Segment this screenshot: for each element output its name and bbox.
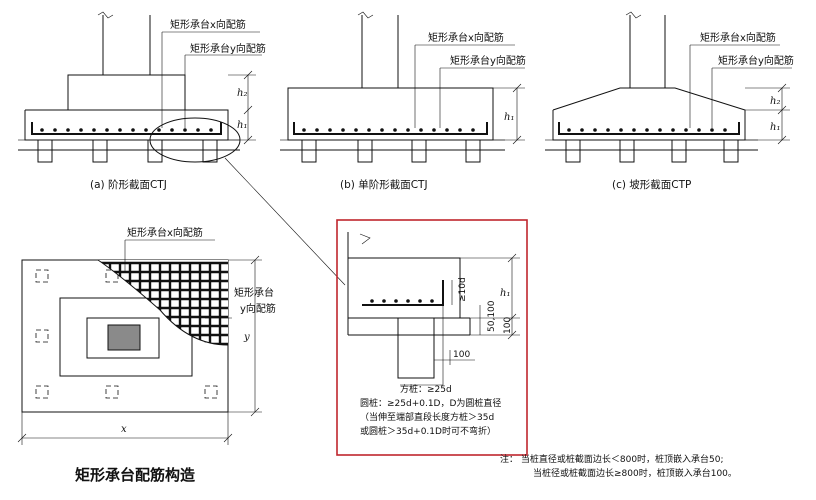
detail-100-horiz-label: 100 bbox=[453, 350, 470, 360]
caption-b: (b) 单阶形截面CTJ bbox=[340, 178, 428, 191]
piles-c bbox=[565, 139, 739, 163]
rebar-dots-c bbox=[567, 128, 727, 132]
plan-x-label: x bbox=[121, 424, 127, 435]
detail-100-vert-label: 100 bbox=[503, 317, 513, 334]
detail-10d-label: ≥10d bbox=[458, 277, 468, 302]
caption-c: (c) 坡形截面CTP bbox=[612, 178, 691, 191]
upper-step-a bbox=[67, 74, 186, 110]
callout-ellipse bbox=[149, 117, 241, 163]
plan-column-area bbox=[86, 317, 160, 359]
rebar-a bbox=[31, 122, 222, 135]
plan-y-rebar-label-2: y向配筋 bbox=[240, 302, 276, 315]
h2-label-c: h₂ bbox=[770, 96, 780, 107]
section-c-sloped: h₂ h₁ 矩形承台x向配筋 矩形承台y向配筋 (c) 坡形截面CTP bbox=[545, 11, 794, 191]
detail-frame bbox=[336, 219, 528, 456]
a-y-rebar-label: 矩形承台y向配筋 bbox=[190, 42, 266, 55]
h1-label-b: h₁ bbox=[504, 112, 514, 123]
section-b-single-step: h₁ 矩形承台x向配筋 矩形承台y向配筋 (b) 单阶形截面CTJ bbox=[280, 11, 526, 191]
plan-y-rebar-label-1: 矩形承台 bbox=[234, 286, 274, 299]
cap-c bbox=[552, 87, 746, 141]
column-section bbox=[107, 324, 141, 351]
plan-x-rebar-label: 矩形承台x向配筋 bbox=[127, 226, 203, 239]
detail-pile bbox=[397, 317, 435, 379]
plan-y-label: y bbox=[243, 332, 250, 343]
cap-b bbox=[287, 87, 494, 141]
note-line-2: 当桩径或桩截面边长≥800时，桩顶嵌入承台100。 bbox=[533, 467, 737, 479]
c-x-rebar-label: 矩形承台x向配筋 bbox=[700, 31, 776, 44]
h1-label-a: h₁ bbox=[237, 120, 247, 131]
a-x-rebar-label: 矩形承台x向配筋 bbox=[170, 18, 246, 31]
detail-h1-label: h₁ bbox=[500, 288, 510, 299]
column-c bbox=[629, 15, 666, 89]
plan-title: 矩形承台配筋构造 bbox=[75, 466, 195, 484]
detail-line-4: 或圆桩＞35d+0.1D时可不弯折） bbox=[360, 425, 496, 437]
b-y-rebar-label: 矩形承台y向配筋 bbox=[450, 54, 526, 67]
detail-line-1: 方桩：≥25d bbox=[400, 383, 452, 395]
h1-label-c: h₁ bbox=[770, 122, 780, 133]
lower-step-a bbox=[24, 109, 229, 141]
detail-50-100-label: 50,100 bbox=[487, 300, 497, 332]
piles-a bbox=[37, 139, 218, 163]
piles-b bbox=[301, 139, 481, 163]
callout-leader bbox=[224, 157, 346, 286]
column-b bbox=[361, 15, 399, 89]
b-x-rebar-label: 矩形承台x向配筋 bbox=[428, 31, 504, 44]
detail-box: h₁ ≥10d 50,100 100 100 方桩：≥25d 圆桩：≥25d+0… bbox=[336, 219, 528, 456]
plan-inner-step bbox=[59, 297, 193, 377]
rebar-c bbox=[558, 122, 740, 135]
rebar-b bbox=[293, 122, 488, 135]
section-a-stepped: h₂ h₁ 矩形承台x向配筋 矩形承台y向配筋 (a) 阶形截面CTJ bbox=[18, 11, 266, 191]
column-a bbox=[102, 15, 151, 76]
detail-line-3: （当伸至端部直段长度方桩＞35d bbox=[360, 411, 494, 423]
c-y-rebar-label: 矩形承台y向配筋 bbox=[718, 54, 794, 67]
h2-label-a: h₂ bbox=[237, 88, 247, 99]
detail-line-2: 圆桩：≥25d+0.1D，D为圆桩直径 bbox=[360, 397, 501, 409]
rebar-dots-a bbox=[40, 128, 213, 132]
plan-view: x y 矩形承台x向配筋 矩形承台 y向配筋 矩形承台配筋构造 bbox=[17, 226, 276, 484]
note-line-1: 注： 当桩直径或桩截面边长＜800时，桩顶嵌入承台50; bbox=[500, 453, 724, 465]
rebar-dots-b bbox=[302, 128, 475, 132]
caption-a: (a) 阶形截面CTJ bbox=[90, 178, 167, 191]
